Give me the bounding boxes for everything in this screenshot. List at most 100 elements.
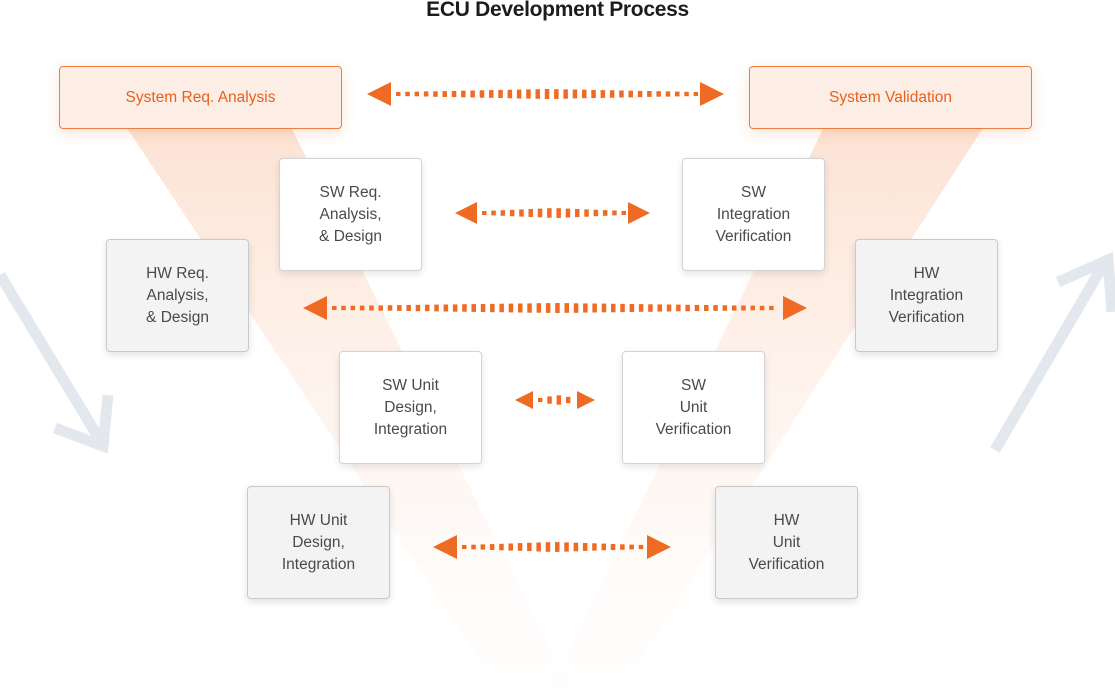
arrow-dot xyxy=(434,304,439,312)
arrow-dot xyxy=(731,305,737,311)
box-label-line: Verification xyxy=(715,227,792,245)
arrow-dot xyxy=(675,91,680,97)
arrow-dot xyxy=(666,304,672,312)
arrow-dot xyxy=(592,543,597,551)
arrow-dot xyxy=(499,303,504,313)
arrow-dot xyxy=(601,543,606,551)
box-label-line: HW xyxy=(913,264,940,282)
arrow-dot xyxy=(556,208,561,218)
box-label: System Req. Analysis xyxy=(126,87,276,109)
box-label-line: Design, xyxy=(292,533,345,551)
arrow-dot xyxy=(638,544,644,550)
sw-req-analysis-design-box[interactable]: SW Req.Analysis,& Design xyxy=(279,158,422,271)
arrow-dot xyxy=(601,303,607,313)
arrow-dot xyxy=(676,304,681,312)
arrow-dot xyxy=(564,542,569,552)
arrow-dot xyxy=(490,303,495,313)
box-label-line: & Design xyxy=(319,227,382,245)
arrow-dot xyxy=(470,90,475,98)
arrow-dot xyxy=(602,210,608,216)
arrowhead-right xyxy=(647,535,671,559)
arrow-dot xyxy=(341,305,346,311)
arrow-dot xyxy=(573,303,579,313)
arrow-dot xyxy=(509,209,515,217)
page-title: ECU Development Process xyxy=(426,0,689,21)
arrow-dot xyxy=(462,545,467,549)
arrow-dot xyxy=(722,305,728,311)
arrow-dot xyxy=(592,303,597,313)
box-label-line: Integration xyxy=(716,205,791,223)
arrow-dot xyxy=(359,305,365,311)
arrow-dot xyxy=(694,304,700,312)
arrow-dot xyxy=(564,303,569,313)
arrow-dot xyxy=(518,303,523,313)
arrow-dot xyxy=(508,303,514,313)
box-label-line: SW Req. xyxy=(319,183,382,201)
arrow-dot xyxy=(573,542,579,552)
arrow-dot xyxy=(657,304,662,312)
box-label-line: SW xyxy=(741,183,766,201)
arrow-dot xyxy=(628,90,633,98)
up-right-arrow-icon xyxy=(990,251,1115,453)
arrowhead-left xyxy=(367,82,391,106)
arrow-dot xyxy=(406,305,411,311)
arrow-dot xyxy=(600,90,606,98)
arrow-dot xyxy=(433,91,438,97)
arrow-dot xyxy=(423,91,429,97)
box-label-line: Design, xyxy=(384,398,437,416)
arrow-dot xyxy=(489,90,494,98)
box-label-line: Unit xyxy=(772,533,801,551)
arrow-dot xyxy=(545,542,551,552)
arrow-dot xyxy=(537,208,543,218)
arrowhead-right xyxy=(783,296,807,320)
arrow-dot xyxy=(575,209,580,218)
system-validation-box[interactable]: System Validation xyxy=(749,66,1032,129)
arrow-dot xyxy=(387,305,393,311)
hw-req-analysis-design-box[interactable]: HW Req.Analysis,& Design xyxy=(106,239,249,352)
arrow-dot xyxy=(350,305,356,311)
box-label: SW Req.Analysis,& Design xyxy=(319,182,382,248)
arrow-dot xyxy=(619,90,624,98)
arrow-dot xyxy=(609,90,615,98)
arrow-dot xyxy=(489,544,495,550)
arrow-dot xyxy=(583,303,588,313)
arrowhead-left xyxy=(515,391,533,409)
arrow-dot xyxy=(443,304,449,312)
arrow-dot xyxy=(555,542,560,552)
arrow-dot xyxy=(593,209,599,217)
arrow-dot xyxy=(538,398,543,402)
arrow-dot xyxy=(637,90,643,98)
down-right-arrow-icon xyxy=(0,272,114,454)
arrow-dot xyxy=(461,90,466,98)
arrow-dot xyxy=(415,304,421,312)
arrow-dot xyxy=(665,91,671,97)
arrow-dot xyxy=(332,306,337,310)
system-req-analysis-box[interactable]: System Req. Analysis xyxy=(59,66,342,129)
arrow-dot xyxy=(442,91,447,97)
arrow-dot xyxy=(519,209,524,217)
box-label-line: Verification xyxy=(888,308,965,326)
arrow-dot xyxy=(500,210,506,216)
arrow-dot xyxy=(620,544,625,550)
arrowhead-left xyxy=(455,202,477,224)
arrow-dot xyxy=(397,305,402,311)
arrow-dot xyxy=(536,542,541,552)
arrow-dot xyxy=(565,208,571,218)
arrow-dot xyxy=(554,89,559,99)
box-label-line: Analysis, xyxy=(146,286,209,304)
arrow-dot xyxy=(544,89,550,99)
